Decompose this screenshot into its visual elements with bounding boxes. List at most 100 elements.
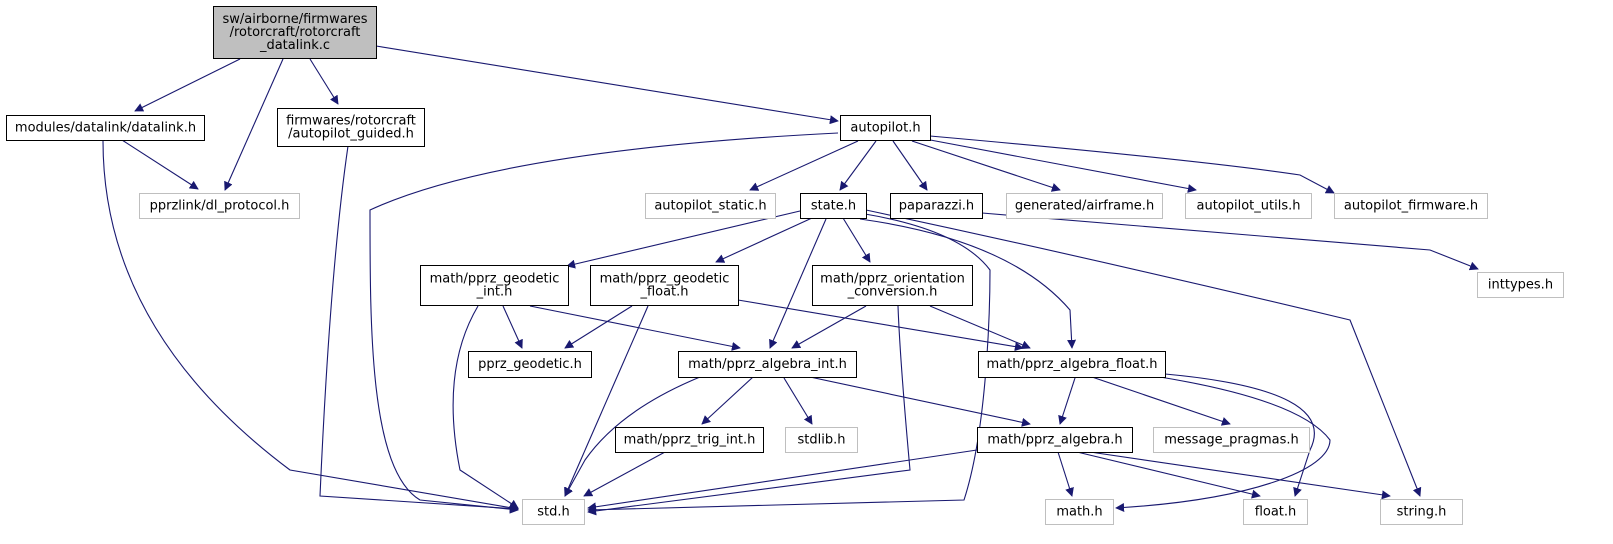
edge-geodetic_int_h-to-pprz_geodetic_h (502, 305, 523, 349)
node-label: paparazzi.h (899, 199, 974, 214)
edge-autopilot_h-to-autopilot_utils_h (924, 138, 1197, 193)
edge-geodetic_int_h-to-std_h (452, 305, 519, 509)
edge-autopilot_guided_h-to-std_h (319, 145, 519, 513)
edge-state_h-to-geodetic_float_h (715, 217, 813, 263)
edge-autopilot_h-to-std_h (369, 132, 839, 514)
node-root[interactable]: sw/airborne/firmwares/rotorcraft/rotorcr… (213, 6, 377, 59)
edge-geodetic_int_h-to-algebra_int_h (529, 305, 741, 351)
edge-algebra_float_h-to-math_h (1115, 376, 1331, 513)
node-box (615, 427, 764, 453)
node-autopilot_h[interactable]: autopilot.h (840, 115, 931, 141)
edge-orientation_conv_h-to-std_h (587, 305, 911, 516)
node-label: autopilot_firmware.h (1344, 199, 1478, 214)
node-orientation_conv_h[interactable]: math/pprz_orientation_conversion.h (812, 265, 973, 306)
node-state_h[interactable]: state.h (800, 193, 867, 219)
edge-root-to-autopilot_guided_h (309, 58, 339, 105)
node-box (645, 193, 776, 219)
node-label: string.h (1397, 505, 1447, 520)
node-paparazzi_h[interactable]: paparazzi.h (890, 193, 983, 219)
node-label: pprz_geodetic.h (478, 357, 582, 372)
node-string_h: string.h (1380, 499, 1463, 525)
node-box (468, 351, 592, 378)
node-label: std.h (537, 505, 570, 520)
node-box (977, 427, 1133, 453)
node-label: sw/airborne/firmwares (222, 12, 367, 27)
node-label: autopilot.h (850, 121, 920, 136)
node-label: firmwares/rotorcraft (286, 114, 416, 129)
edge-algebra_h-to-string_h (1089, 451, 1391, 500)
node-autopilot_utils_h: autopilot_utils.h (1185, 193, 1312, 219)
node-algebra_h[interactable]: math/pprz_algebra.h (977, 427, 1133, 453)
node-algebra_int_h[interactable]: math/pprz_algebra_int.h (678, 351, 857, 378)
node-math_h: math.h (1045, 499, 1114, 525)
edge-state_h-to-algebra_float_h (859, 218, 1077, 349)
node-label: float.h (1255, 505, 1297, 520)
node-label: autopilot_static.h (654, 199, 766, 214)
node-algebra_float_h[interactable]: math/pprz_algebra_float.h (978, 351, 1166, 378)
node-box (139, 193, 300, 219)
node-box (1153, 427, 1310, 453)
node-stdlib_h: stdlib.h (785, 427, 858, 453)
edge-algebra_h-to-std_h (587, 449, 978, 512)
node-box (1006, 193, 1163, 219)
node-label: pprzlink/dl_protocol.h (150, 199, 290, 214)
edge-algebra_h-to-float_h (1076, 451, 1261, 499)
node-label: math/pprz_trig_int.h (624, 433, 756, 448)
node-box (812, 265, 973, 306)
node-box (1477, 272, 1564, 298)
edge-autopilot_h-to-airframe_h (911, 140, 1061, 192)
node-geodetic_float_h[interactable]: math/pprz_geodetic_float.h (590, 265, 739, 306)
edge-orientation_conv_h-to-algebra_float_h (929, 305, 1031, 350)
node-geodetic_int_h[interactable]: math/pprz_geodetic_int.h (420, 265, 569, 306)
edge-algebra_float_h-to-message_pragmas_h (1091, 376, 1231, 426)
node-label: math/pprz_algebra.h (987, 433, 1122, 448)
node-label: /autopilot_guided.h (288, 127, 414, 142)
edge-datalink_h-to-std_h (102, 140, 519, 513)
node-label: _float.h (639, 285, 688, 300)
edge-root-to-dl_protocol_h (224, 58, 284, 191)
node-label: math.h (1056, 505, 1102, 520)
node-autopilot_guided_h[interactable]: firmwares/rotorcraft/autopilot_guided.h (277, 108, 425, 147)
node-label: math/pprz_algebra_int.h (688, 357, 847, 372)
node-airframe_h: generated/airframe.h (1006, 193, 1163, 219)
edge-paparazzi_h-to-inttypes_h (981, 212, 1479, 271)
node-box (678, 351, 857, 378)
node-box (277, 108, 425, 147)
edge-state_h-to-string_h (865, 209, 1422, 497)
edge-autopilot_h-to-autopilot_static_h (749, 140, 859, 191)
node-dl_protocol_h: pprzlink/dl_protocol.h (139, 193, 300, 219)
node-autopilot_static_h: autopilot_static.h (645, 193, 776, 219)
node-box (1045, 499, 1114, 525)
node-message_pragmas_h: message_pragmas.h (1153, 427, 1310, 453)
node-trig_int_h[interactable]: math/pprz_trig_int.h (615, 427, 764, 453)
node-box (1380, 499, 1463, 525)
node-label: math/pprz_geodetic (430, 272, 560, 287)
node-label: _datalink.c (259, 38, 330, 53)
node-box (978, 351, 1166, 378)
edge-geodetic_float_h-to-algebra_float_h (737, 299, 1024, 352)
edge-geodetic_float_h-to-pprz_geodetic_h (564, 305, 633, 349)
node-box (522, 499, 585, 525)
edge-algebra_h-to-math_h (1057, 451, 1074, 497)
edge-state_h-to-geodetic_int_h (566, 210, 801, 269)
node-box (1243, 499, 1308, 525)
edge-algebra_int_h-to-trig_int_h (701, 376, 754, 425)
edge-autopilot_h-to-paparazzi_h (892, 140, 928, 191)
edge-algebra_float_h-to-float_h (1164, 373, 1315, 497)
node-label: autopilot_utils.h (1197, 199, 1301, 214)
node-float_h: float.h (1243, 499, 1308, 525)
node-datalink_h[interactable]: modules/datalink/datalink.h (6, 115, 205, 141)
node-label: stdlib.h (798, 433, 846, 448)
edges-layer (102, 45, 1479, 516)
node-box (840, 115, 931, 141)
node-box (213, 6, 377, 59)
node-label: _conversion.h (847, 285, 938, 300)
node-label: modules/datalink/datalink.h (15, 121, 196, 136)
node-label: inttypes.h (1488, 278, 1553, 293)
edge-autopilot_h-to-state_h (839, 140, 877, 191)
node-box (1185, 193, 1312, 219)
node-label: message_pragmas.h (1164, 433, 1299, 448)
edge-state_h-to-orientation_conv_h (842, 217, 871, 263)
node-label: math/pprz_orientation (820, 272, 965, 287)
node-pprz_geodetic_h[interactable]: pprz_geodetic.h (468, 351, 592, 378)
